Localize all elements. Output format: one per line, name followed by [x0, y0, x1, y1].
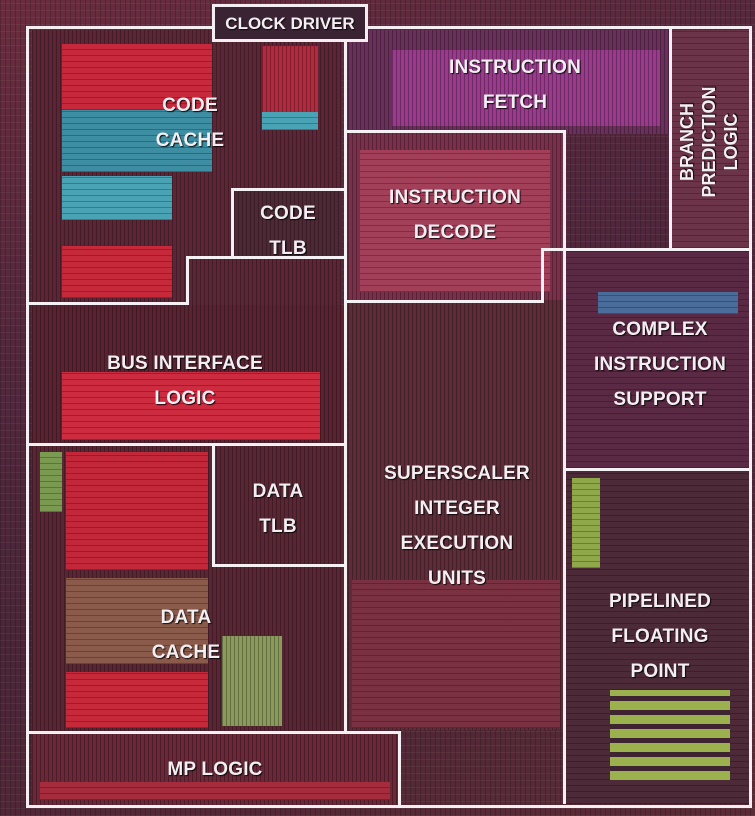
data-tlb-label-line: DATA — [226, 474, 330, 509]
divider — [669, 26, 672, 248]
bus-interface-label: BUS INTERFACE LOGIC — [80, 346, 290, 416]
instruction-fetch-label: INSTRUCTION FETCH — [420, 50, 610, 120]
clock-driver-label: CLOCK DRIVER — [212, 4, 368, 42]
branch-prediction-label-line: LOGIC — [720, 80, 742, 204]
complex-instruction-label-line: SUPPORT — [570, 382, 750, 417]
pipelined-fp-label: PIPELINED FLOATING POINT — [572, 584, 748, 689]
pipelined-fp-label-line: FLOATING — [572, 619, 748, 654]
data-cache-label-line: DATA — [126, 600, 246, 635]
divider — [398, 731, 401, 808]
divider — [29, 731, 401, 734]
code-cache-label: CODE CACHE — [130, 88, 250, 158]
divider — [563, 130, 566, 248]
bus-interface-label-line: LOGIC — [80, 381, 290, 416]
divider — [541, 248, 544, 303]
instruction-fetch-label-line: FETCH — [420, 85, 610, 120]
superscaler-label-line: INTEGER — [352, 491, 562, 526]
code-tlb-label-line: CODE — [240, 196, 336, 231]
divider — [541, 248, 752, 251]
data-cache-label: DATA CACHE — [126, 600, 246, 670]
divider — [212, 564, 346, 567]
branch-prediction-label: BRANCH PREDICTION LOGIC — [676, 80, 744, 204]
divider — [231, 188, 346, 191]
instruction-decode-label-line: INSTRUCTION — [360, 180, 550, 215]
data-cache-label-line: CACHE — [126, 635, 246, 670]
divider — [347, 130, 566, 133]
superscaler-label-line: SUPERSCALER — [352, 456, 562, 491]
code-cache-label-line: CACHE — [130, 123, 250, 158]
superscaler-label-line: EXECUTION — [352, 526, 562, 561]
pipelined-fp-label-line: PIPELINED — [572, 584, 748, 619]
code-tlb-label: CODE TLB — [240, 196, 336, 266]
mp-logic-label: MP LOGIC — [130, 752, 300, 787]
code-cache-label-line: CODE — [130, 88, 250, 123]
instruction-decode-label: INSTRUCTION DECODE — [360, 180, 550, 250]
divider — [29, 302, 189, 305]
instruction-decode-label-line: DECODE — [360, 215, 550, 250]
superscaler-label-line: UNITS — [352, 561, 562, 596]
branch-prediction-label-line: BRANCH — [676, 80, 698, 204]
divider — [347, 300, 543, 303]
divider — [563, 248, 566, 804]
code-tlb-label-line: TLB — [240, 231, 336, 266]
instruction-fetch-label-line: INSTRUCTION — [420, 50, 610, 85]
complex-instruction-label-line: INSTRUCTION — [570, 347, 750, 382]
branch-prediction-label-line: PREDICTION — [698, 80, 720, 204]
superscaler-label: SUPERSCALER INTEGER EXECUTION UNITS — [352, 456, 562, 596]
divider — [566, 468, 752, 471]
complex-instruction-label: COMPLEX INSTRUCTION SUPPORT — [570, 312, 750, 417]
divider — [231, 188, 234, 259]
data-tlb-label-line: TLB — [226, 509, 330, 544]
divider — [29, 443, 346, 446]
pipelined-fp-label-line: POINT — [572, 654, 748, 689]
data-tlb-label: DATA TLB — [226, 474, 330, 544]
divider — [212, 443, 215, 567]
complex-instruction-label-line: COMPLEX — [570, 312, 750, 347]
divider — [186, 256, 189, 305]
bus-interface-label-line: BUS INTERFACE — [80, 346, 290, 381]
